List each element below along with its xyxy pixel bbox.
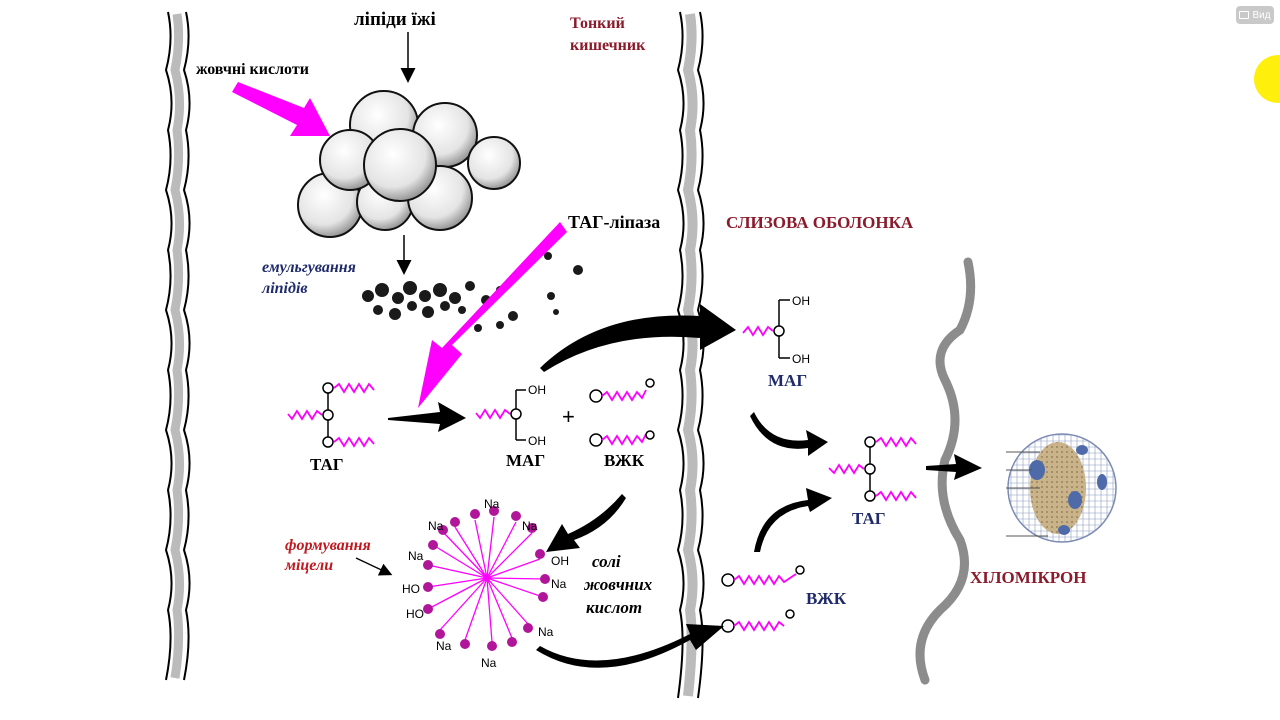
intestinal-wall-left (164, 11, 191, 681)
na-label: Na (522, 519, 538, 533)
bile-acids-label: жовчні кислоти (196, 61, 309, 78)
arrow-tag-to-chylomicron (926, 454, 982, 480)
arrow-mag-to-tag (750, 412, 828, 456)
arrow-tag-to-mag (388, 402, 466, 432)
na-label: Na (481, 656, 497, 670)
na-label: Na (551, 577, 567, 591)
oh-label: OH (551, 554, 569, 568)
tag-lipase-label: ТАГ-ліпаза (568, 212, 660, 232)
bile-salts-label-1: солі (592, 552, 621, 571)
mucosa-boundary (915, 257, 976, 685)
view-badge-label: Вид (1252, 9, 1271, 21)
na-label: Na (408, 549, 424, 563)
intestinal-wall-middle (676, 11, 705, 699)
chylomicron-particle (1006, 433, 1117, 543)
emulsification-label-2: ліпідів (261, 280, 308, 297)
mag-molecule-right (742, 299, 790, 359)
mag-label-center: МАГ (506, 451, 545, 470)
tag-molecule-left (287, 382, 375, 448)
mag-right-oh-top: OH (792, 294, 810, 308)
emulsified-droplets (362, 252, 583, 332)
ffa-molecules-center (589, 378, 655, 447)
arrow-micelle-label (355, 557, 393, 576)
emulsification-label-1: емульгування (262, 259, 356, 276)
vzhk-label-center: ВЖК (604, 451, 645, 470)
chylomicron-label: ХІЛОМІКРОН (970, 568, 1087, 587)
tag-label-right: ТАГ (852, 509, 886, 528)
mag-molecule-center (475, 389, 526, 441)
arrow-mag-to-mucosa (540, 304, 736, 372)
mucosa-label: СЛИЗОВА ОБОЛОНКА (726, 213, 914, 232)
food-lipids-label: ліпіди їжі (354, 9, 436, 30)
mag-label-right: МАГ (768, 371, 807, 390)
micelle (423, 506, 550, 651)
na-label: Na (436, 639, 452, 653)
na-label: Na (484, 497, 500, 511)
na-label: Na (428, 519, 444, 533)
ho-label: HO (402, 582, 420, 596)
micelle-counterions: Na Na Na Na OH HO Na HO Na Na Na (402, 497, 569, 670)
small-intestine-label-2: кишечник (570, 37, 646, 54)
ffa-molecules-right (721, 565, 805, 633)
mag-oh-top: OH (528, 383, 546, 397)
window-icon (1239, 11, 1250, 19)
mag-oh-bottom: OH (528, 434, 546, 448)
lipid-droplets-cluster (297, 90, 521, 238)
view-badge[interactable]: Вид (1236, 6, 1274, 24)
vzhk-label-right: ВЖК (806, 589, 847, 608)
tag-molecule-right (828, 436, 917, 502)
ho-label: HO (406, 607, 424, 621)
bile-acids-arrow (232, 82, 330, 136)
plus-sign: + (562, 404, 575, 429)
tag-label-left: ТАГ (310, 455, 344, 474)
arrow-ffa-to-tag (754, 488, 832, 552)
micelle-label-2: міцели (284, 557, 333, 574)
small-intestine-label-1: Тонкий (570, 15, 625, 32)
na-label: Na (538, 625, 554, 639)
arrow-micelle-to-mucosa (536, 624, 724, 668)
bile-salts-label-3: кислот (586, 598, 642, 617)
micelle-label-1: формування (285, 537, 371, 554)
bile-salts-label-2: жовчних (583, 575, 653, 594)
arrow-ffa-to-micelle (546, 494, 626, 552)
tag-lipase-arrow (418, 222, 567, 408)
mag-right-oh-bottom: OH (792, 352, 810, 366)
